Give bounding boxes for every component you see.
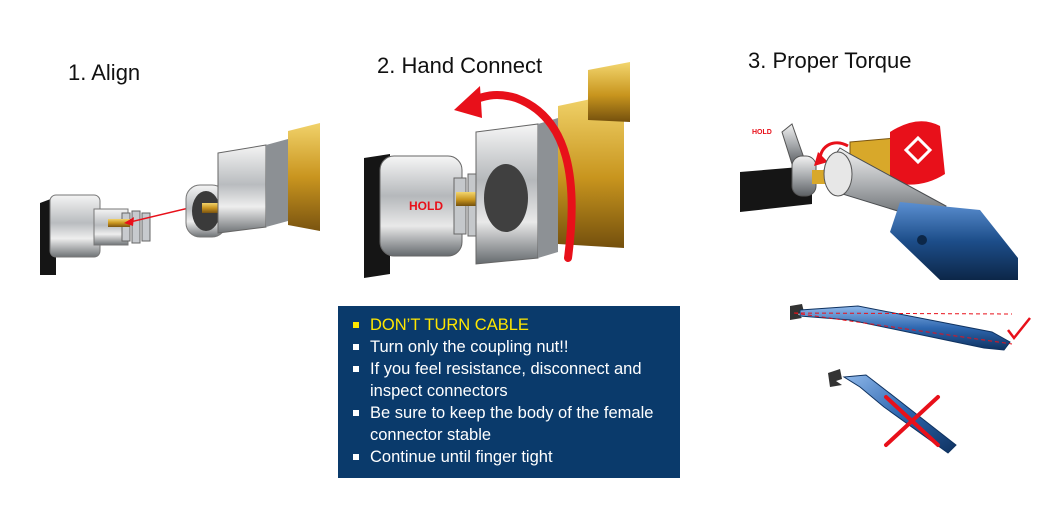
male-connector <box>40 194 151 275</box>
rotation-arrow-icon <box>466 91 576 262</box>
instructions-list: DON’T TURN CABLE Turn only the coupling … <box>350 314 670 468</box>
instruction-item: Be sure to keep the body of the female c… <box>350 402 670 446</box>
instruction-item: DON’T TURN CABLE <box>350 314 670 336</box>
hold-label-small: HOLD <box>752 129 772 136</box>
align-illustration <box>40 123 320 275</box>
wrench-handle <box>890 202 1018 280</box>
female-connector <box>185 123 320 238</box>
incorrect-wrench-position <box>828 369 957 454</box>
check-mark-icon <box>1007 317 1031 341</box>
instructions-box: DON’T TURN CABLE Turn only the coupling … <box>338 306 680 478</box>
correct-wrench-position <box>790 304 1031 351</box>
hold-label: HOLD <box>409 199 443 213</box>
step3-title: 3. Proper Torque <box>748 48 912 73</box>
hand-connect-illustration: HOLD <box>364 62 630 278</box>
step2-title: 2. Hand Connect <box>377 53 543 78</box>
instruction-item: Continue until finger tight <box>350 446 670 468</box>
red-x-icon <box>884 395 940 447</box>
torque-wrench-illustration: HOLD <box>740 121 1018 280</box>
instruction-item: If you feel resistance, disconnect and i… <box>350 358 670 402</box>
instruction-item: Turn only the coupling nut!! <box>350 336 670 358</box>
step1-title: 1. Align <box>68 60 141 85</box>
